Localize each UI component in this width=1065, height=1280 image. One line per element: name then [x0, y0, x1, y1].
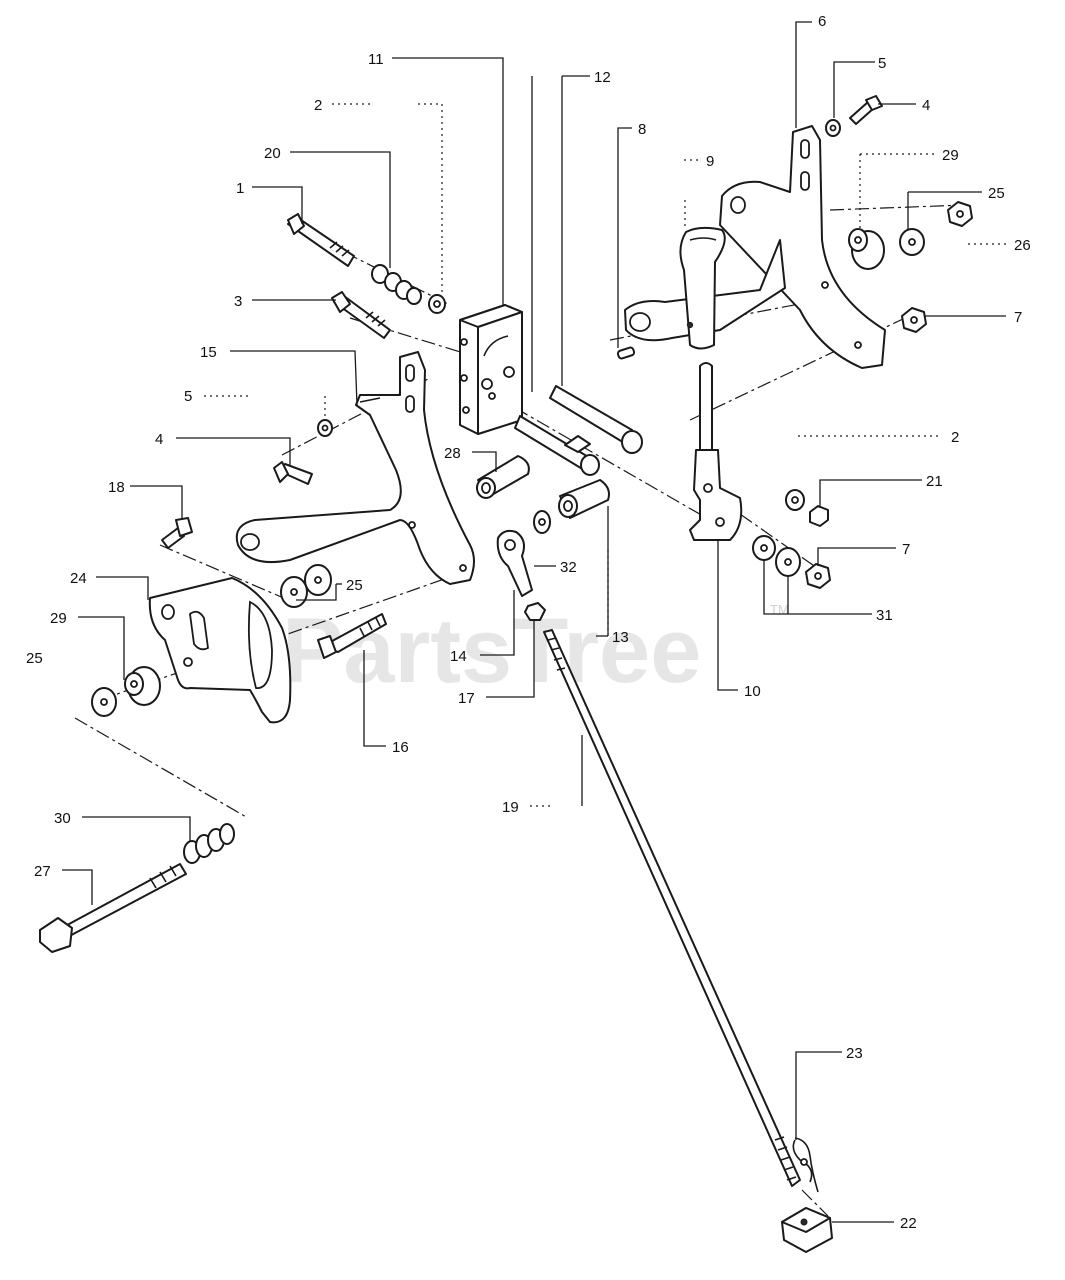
callout-16: 16	[392, 739, 409, 756]
callout-29-right: 29	[942, 147, 959, 164]
callout-28: 28	[444, 445, 461, 462]
part-7-nut-lower	[805, 563, 831, 589]
callout-labels: 1 2 2 3 4 4 5 5 6 7 7 8 9 10 11 12 13 14…	[26, 13, 1031, 1232]
callout-9: 9	[706, 153, 714, 170]
part-29-grommet-left	[124, 666, 161, 706]
part-26-nut	[947, 201, 973, 227]
part-24-left-plate	[148, 577, 292, 724]
part-19-threaded-rod	[543, 629, 801, 1187]
callout-31: 31	[876, 607, 893, 624]
callout-22: 22	[900, 1215, 917, 1232]
callout-1: 1	[236, 180, 244, 197]
part-28-sleeve	[476, 455, 530, 499]
callout-18: 18	[108, 479, 125, 496]
callout-30: 30	[54, 810, 71, 827]
callout-14: 14	[450, 648, 467, 665]
part-2-washer-right	[785, 489, 805, 511]
part-4-bolt-right	[849, 95, 883, 125]
callout-6: 6	[818, 13, 826, 30]
part-25-washer-right	[899, 228, 925, 256]
callout-23: 23	[846, 1045, 863, 1062]
part-32-rod-end	[496, 529, 546, 621]
callout-19: 19	[502, 799, 519, 816]
callout-17: 17	[458, 690, 475, 707]
callout-10: 10	[744, 683, 761, 700]
callout-12: 12	[594, 69, 611, 86]
callout-29-left: 29	[50, 610, 67, 627]
part-30-spring	[183, 823, 235, 864]
part-5-washer-left	[317, 419, 333, 437]
part-16-bolt	[317, 613, 387, 659]
callout-21: 21	[926, 473, 943, 490]
callout-8: 8	[638, 121, 646, 138]
part-3-bolt	[331, 291, 391, 339]
callout-20: 20	[264, 145, 281, 162]
part-27-bolt	[39, 863, 187, 953]
part-1-bolt	[287, 213, 355, 267]
callout-3: 3	[234, 293, 242, 310]
callout-5-left: 5	[184, 388, 192, 405]
part-18-bolt	[161, 517, 193, 549]
part-4-bolt-left	[273, 461, 313, 485]
part-22-end-block	[781, 1207, 833, 1253]
callout-2-right: 2	[951, 429, 959, 446]
callout-4-right: 4	[922, 97, 930, 114]
watermark-text: PartsTree	[282, 600, 701, 702]
callout-5-right: 5	[878, 55, 886, 72]
callout-27: 27	[34, 863, 51, 880]
part-23-hairpin-clip	[792, 1137, 819, 1193]
callout-25-right: 25	[988, 185, 1005, 202]
callout-2-upper: 2	[314, 97, 322, 114]
callout-7-lower: 7	[902, 541, 910, 558]
callout-7-upper: 7	[1014, 309, 1022, 326]
watermark-trademark: TM	[770, 602, 789, 617]
callout-15: 15	[200, 344, 217, 361]
callout-4-left: 4	[155, 431, 163, 448]
callout-25-center: 25	[346, 577, 363, 594]
part-31-washers	[752, 535, 801, 577]
callout-26: 26	[1014, 237, 1031, 254]
part-20-spring-stack	[371, 264, 422, 305]
part-13-pin	[514, 415, 600, 476]
part-9-shift-lever	[616, 226, 786, 360]
part-25-washer-far-left	[91, 687, 117, 717]
part-2-washer-left	[428, 294, 446, 314]
leader-lines	[62, 21, 1010, 1223]
part-25-washers-left	[280, 564, 332, 608]
part-11-block	[459, 304, 523, 435]
part-15-left-bracket	[235, 351, 475, 585]
callout-13: 13	[612, 629, 629, 646]
part-7-nut-upper	[901, 307, 927, 333]
part-29-grommet-right	[848, 228, 885, 270]
spacer-and-washer	[533, 479, 610, 534]
callout-25-left: 25	[26, 650, 43, 667]
callout-32: 32	[560, 559, 577, 576]
part-10-shift-rod	[689, 362, 743, 541]
callout-24: 24	[70, 570, 87, 587]
part-21-nut	[809, 505, 829, 527]
part-6-right-bracket	[719, 125, 886, 369]
part-12-long-pin	[549, 385, 643, 454]
part-5-washer-right	[825, 119, 841, 137]
callout-11: 11	[368, 51, 384, 68]
